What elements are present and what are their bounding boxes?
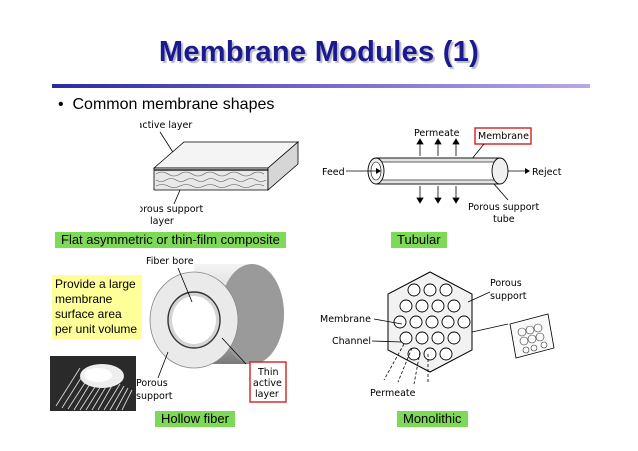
mono-label-membrane: Membrane <box>320 314 371 325</box>
tubular-label-permeate: Permeate <box>414 128 460 139</box>
monolith-channel <box>431 331 445 345</box>
mono-label-porous: Porous <box>490 278 522 289</box>
hollow-label-thin: Thin <box>257 367 278 378</box>
monolith-channel <box>399 299 413 313</box>
flat-sheet-diagram: Thin, active layer Porous support layer <box>140 120 300 227</box>
monolith-channel <box>423 283 437 297</box>
hollow-label-bore: Fiber bore <box>146 256 194 267</box>
caption-tubular: Tubular <box>391 232 447 248</box>
monolith-channel <box>441 315 455 329</box>
monolith-channel <box>423 347 437 361</box>
monolith-channel <box>447 331 461 345</box>
tubular-label-membrane: Membrane <box>478 131 529 142</box>
flat-label-active: Thin, active layer <box>140 120 192 131</box>
mono-label-channel: Channel <box>332 336 371 347</box>
monolith-channel <box>415 299 429 313</box>
mono-label-permeate: Permeate <box>370 388 416 399</box>
title-divider <box>52 84 590 88</box>
monolith-channel <box>415 331 429 345</box>
monolith-channel <box>457 315 471 329</box>
flat-label-layer: layer <box>150 216 174 227</box>
tubular-label-support: Porous support <box>468 202 539 213</box>
bullet-point: • Common membrane shapes <box>58 96 275 113</box>
caption-hollow: Hollow fiber <box>155 411 235 427</box>
slide-title: Membrane Modules (1) <box>158 36 480 68</box>
tubular-membrane-highlight <box>474 127 532 145</box>
tubular-diagram: Permeate Membrane Feed Reject Porous sup… <box>322 127 562 225</box>
hollow-fiber-diagram: Fiber bore Porous support Thin active la… <box>136 256 287 403</box>
flat-label-support: Porous support <box>140 204 203 215</box>
monolith-channel <box>431 299 445 313</box>
monolith-channel <box>409 315 423 329</box>
tubular-label-feed: Feed <box>322 167 345 178</box>
hollow-label-layer: layer <box>255 389 279 400</box>
monolith-channel <box>393 315 407 329</box>
bullet-text: Common membrane shapes <box>72 96 275 113</box>
hollow-thin-layer-highlight <box>249 361 287 403</box>
note-box: Provide a large membrane surface area pe… <box>52 275 142 339</box>
monolith-channel <box>447 299 461 313</box>
mono-inset-detail <box>509 313 555 359</box>
hollow-label-support: support <box>136 391 173 402</box>
mono-label-support: support <box>490 291 527 302</box>
monolith-channel <box>425 315 439 329</box>
tubular-label-reject: Reject <box>532 167 562 178</box>
tubular-label-tube: tube <box>493 214 515 225</box>
monolith-channel <box>439 347 453 361</box>
caption-monolithic: Monolithic <box>397 411 468 427</box>
monolith-channel <box>399 331 413 345</box>
hollow-label-porous: Porous <box>136 378 168 389</box>
monolith-channel <box>439 283 453 297</box>
hollow-label-active: active <box>253 378 282 389</box>
caption-flat: Flat asymmetric or thin-film composite <box>55 232 286 248</box>
fiber-bundle-image <box>50 356 136 411</box>
monolith-channels <box>393 283 471 361</box>
monolithic-diagram: Porous support Membrane Channel Permeate <box>320 271 555 399</box>
monolith-channel <box>407 283 421 297</box>
